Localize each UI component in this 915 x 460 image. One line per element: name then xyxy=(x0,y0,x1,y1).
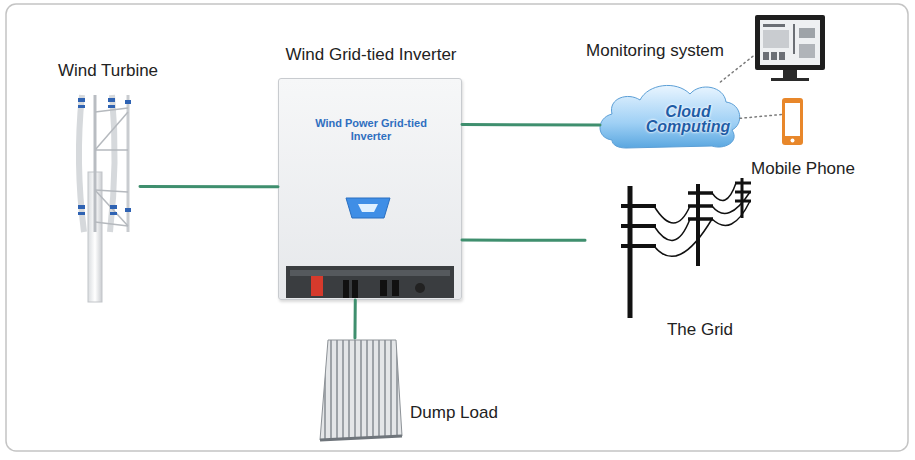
component-node: Wind Turbine xyxy=(70,92,140,302)
power-line xyxy=(140,185,278,188)
component-label: The Grid xyxy=(667,320,733,340)
turbine-blade xyxy=(79,95,84,232)
inverter-connector xyxy=(415,283,425,293)
component-node: Cloud Computing xyxy=(600,82,740,148)
grid-wire xyxy=(654,183,750,256)
power-line xyxy=(462,123,600,126)
inverter-connector xyxy=(392,280,399,296)
grid-crossbar xyxy=(621,244,656,248)
component-label: Dump Load xyxy=(410,403,498,423)
component-label: Cloud Computing xyxy=(640,104,736,134)
phone-body xyxy=(782,98,803,145)
phone-button xyxy=(791,139,795,143)
turbine-struts xyxy=(95,108,128,226)
component-node: Dump Load xyxy=(318,338,402,442)
inverter-bottom-panel xyxy=(286,266,454,298)
monitor-illustration xyxy=(755,15,825,81)
grid-crossbar xyxy=(688,217,713,221)
wind-turbine-illustration xyxy=(78,95,131,302)
inverter-connector xyxy=(352,280,358,298)
grid-pole xyxy=(696,184,700,266)
component-label: Wind Turbine xyxy=(58,61,158,81)
cloud-shape xyxy=(600,85,740,148)
inverter-connector xyxy=(343,280,349,298)
inverter-switch xyxy=(311,276,323,296)
component-label: Monitoring system xyxy=(586,41,724,61)
dump-load-illustration xyxy=(320,340,402,440)
turbine-blade-band xyxy=(78,98,131,215)
monitor-base xyxy=(771,78,809,81)
component-label: Mobile Phone xyxy=(751,159,855,179)
grid-crossbar xyxy=(688,204,713,208)
component-node: Monitoring system xyxy=(755,15,825,81)
frame-border xyxy=(6,4,908,451)
component-node: Mobile Phone xyxy=(782,98,803,145)
phone-illustration xyxy=(782,98,803,145)
grid-poles-illustration xyxy=(621,178,751,318)
grid-crossbar xyxy=(621,224,656,228)
monitor-stand xyxy=(783,70,797,78)
inverter-box: Wind Grid-tied InverterWind Power Grid-t… xyxy=(278,78,462,300)
component-label: Wind Grid-tied Inverter xyxy=(286,45,457,65)
heatsink-base xyxy=(320,436,402,440)
inverter-bottom-ledge xyxy=(290,270,450,276)
monitor-screen xyxy=(760,20,820,65)
grid-crossbar xyxy=(688,191,713,195)
grid-crossbar xyxy=(735,182,751,185)
component-node: The Grid xyxy=(585,175,760,320)
dotted-link xyxy=(720,55,755,82)
power-line xyxy=(462,239,585,242)
grid-crossbar xyxy=(621,204,656,208)
monitor-frame xyxy=(755,15,825,70)
inverter-display-badge xyxy=(346,198,390,218)
heatsink-body xyxy=(320,340,402,440)
inverter-connector xyxy=(380,280,387,296)
turbine-shaft xyxy=(94,95,97,232)
dotted-link xyxy=(740,114,782,118)
phone-screen xyxy=(785,103,800,136)
inverter-details xyxy=(286,198,454,298)
power-line xyxy=(353,300,356,338)
inverter-display-window xyxy=(358,204,378,212)
device-label: Wind Power Grid-tied Inverter xyxy=(306,117,436,143)
connectors xyxy=(140,55,782,338)
monitor-screen-content xyxy=(763,24,815,60)
